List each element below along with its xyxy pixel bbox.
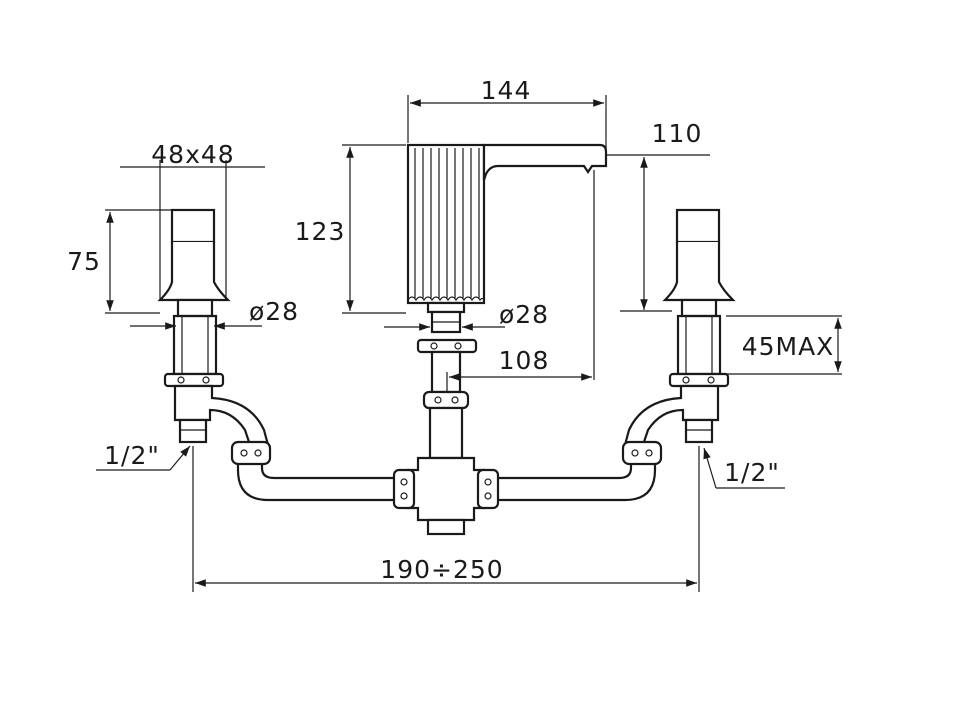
dim-spout-reach: 110 (652, 119, 703, 148)
dim-handle-size: 48x48 (151, 140, 234, 169)
left-handle-valve (157, 208, 272, 466)
dim-spout-height: 123 (295, 217, 346, 246)
dim-spout-offset: 108 (499, 346, 550, 375)
right-handle-valve (621, 208, 736, 466)
spout-fluting (407, 148, 485, 302)
center-spout (406, 143, 608, 460)
dim-max-deck-thickness: 45MAX (742, 332, 835, 361)
dimension-lines (96, 95, 842, 592)
dim-left-connection: 1/2" (104, 441, 160, 470)
dimension-labels: 144 110 48x48 75 123 ø28 ø28 108 45MAX 1… (67, 76, 835, 584)
dim-center-spacing: 190÷250 (380, 555, 503, 584)
supply-pipes (236, 456, 657, 536)
dim-right-connection: 1/2" (724, 458, 780, 487)
dim-center-diameter: ø28 (499, 300, 549, 329)
dim-handle-height: 75 (67, 247, 101, 276)
dim-spout-length: 144 (481, 76, 532, 105)
dim-left-diameter: ø28 (249, 297, 299, 326)
